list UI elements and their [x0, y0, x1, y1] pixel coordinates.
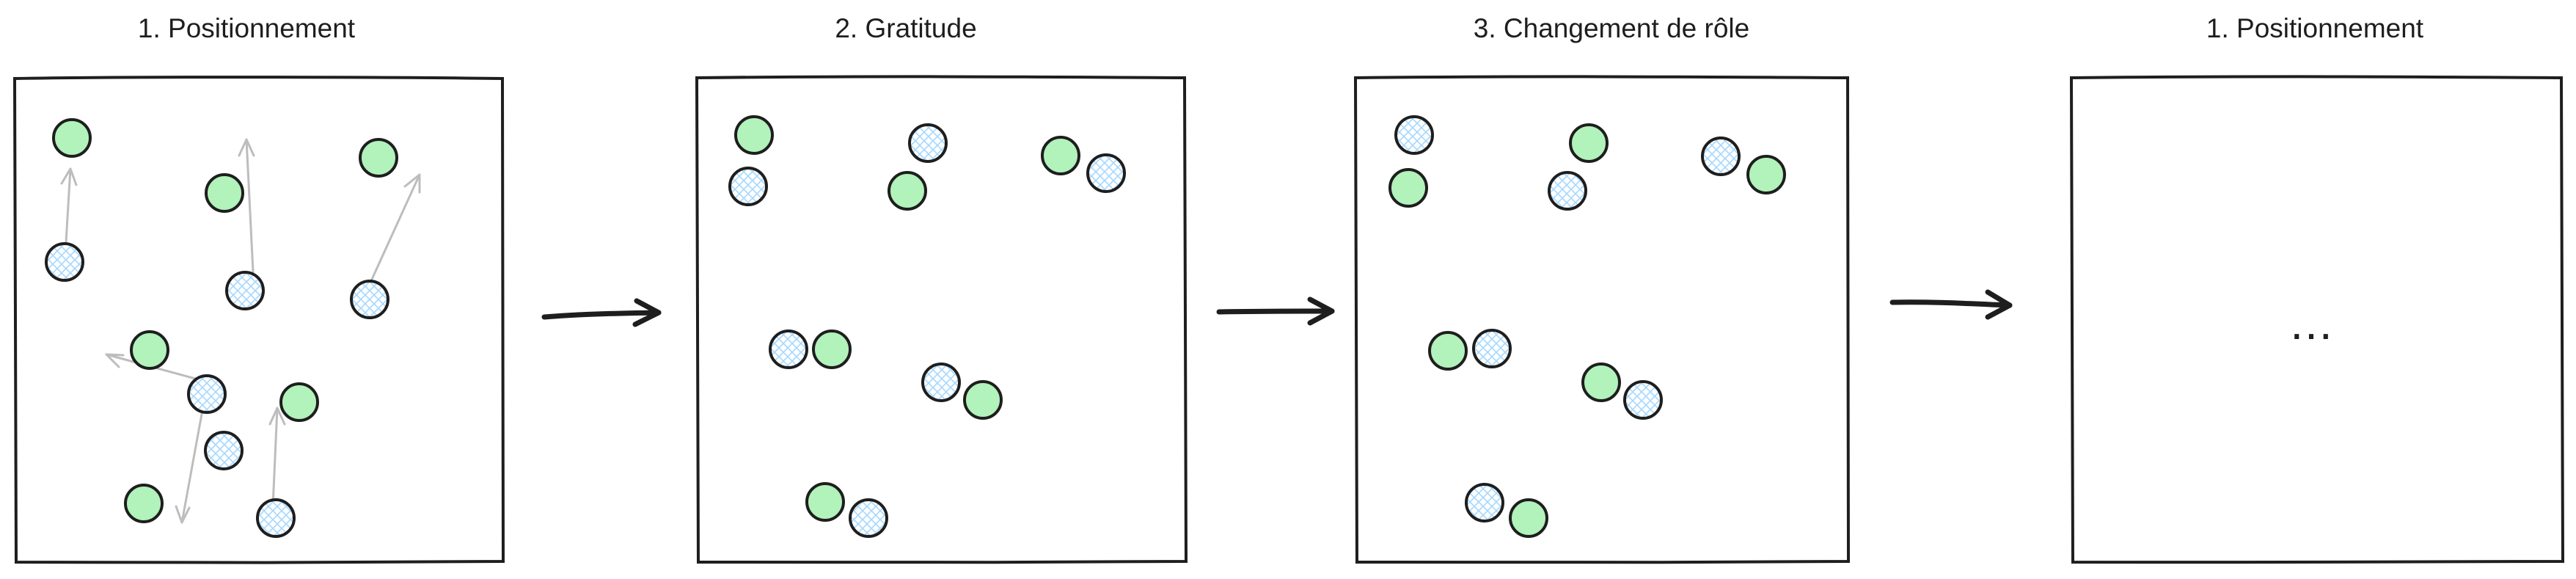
blue-hatched-circle-icon — [1465, 483, 1504, 522]
blue-hatched-circle-icon — [350, 280, 389, 319]
green-circle-icon — [888, 171, 927, 211]
blue-hatched-circle-icon — [921, 363, 961, 402]
panel-2-title: 2. Gratitude — [835, 13, 977, 43]
blue-hatched-circle-icon — [45, 242, 84, 282]
blue-hatched-circle-icon — [1548, 171, 1587, 211]
blue-hatched-circle-icon — [769, 329, 808, 369]
green-circle-icon — [805, 482, 845, 522]
panel-2-frame — [695, 75, 1188, 564]
green-circle-icon — [734, 115, 774, 155]
movement-arrows — [60, 138, 421, 524]
right-arrow-icon — [1216, 296, 1335, 326]
panel-3-circles — [1388, 115, 1786, 538]
green-circle-icon — [1746, 155, 1786, 194]
green-circle-icon — [359, 138, 398, 178]
green-circle-icon — [1388, 168, 1428, 208]
panel-3-frame — [1353, 75, 1851, 564]
blue-hatched-circle-icon — [849, 498, 888, 538]
green-circle-icon — [812, 329, 852, 369]
panel-1-circles — [45, 118, 398, 538]
blue-hatched-circle-icon — [1394, 115, 1434, 155]
green-circle-icon — [1581, 363, 1621, 402]
panel-1-title: 1. Positionnement — [137, 13, 356, 43]
blue-hatched-circle-icon — [908, 123, 948, 163]
panel-4-frame — [2069, 75, 2565, 564]
green-circle-icon — [279, 382, 319, 422]
panel-1-frame — [12, 76, 505, 564]
green-circle-icon — [1428, 331, 1468, 371]
blue-hatched-circle-icon — [1086, 153, 1126, 193]
green-circle-icon — [130, 330, 169, 370]
green-circle-icon — [124, 484, 164, 523]
blue-hatched-circle-icon — [256, 498, 296, 538]
panel-4-ellipsis: ... — [2290, 296, 2334, 349]
panel-3-title: 3. Changement de rôle — [1473, 13, 1750, 43]
blue-hatched-circle-icon — [1701, 136, 1741, 176]
right-arrow-icon — [541, 298, 662, 327]
right-arrow-icon — [1889, 289, 2013, 320]
green-circle-icon — [963, 380, 1003, 420]
blue-hatched-circle-icon — [204, 431, 244, 470]
blue-hatched-circle-icon — [1472, 329, 1512, 368]
blue-hatched-circle-icon — [1623, 380, 1663, 420]
panel-2-circles — [728, 115, 1126, 538]
blue-hatched-circle-icon — [225, 271, 265, 310]
green-circle-icon — [1569, 123, 1609, 163]
blue-hatched-circle-icon — [187, 374, 227, 414]
green-circle-icon — [1509, 498, 1548, 538]
green-circle-icon — [205, 173, 244, 213]
panel-4-title: 1. Positionnement — [2206, 13, 2424, 43]
blue-hatched-circle-icon — [728, 167, 768, 206]
green-circle-icon — [52, 118, 92, 158]
green-circle-icon — [1041, 136, 1080, 175]
